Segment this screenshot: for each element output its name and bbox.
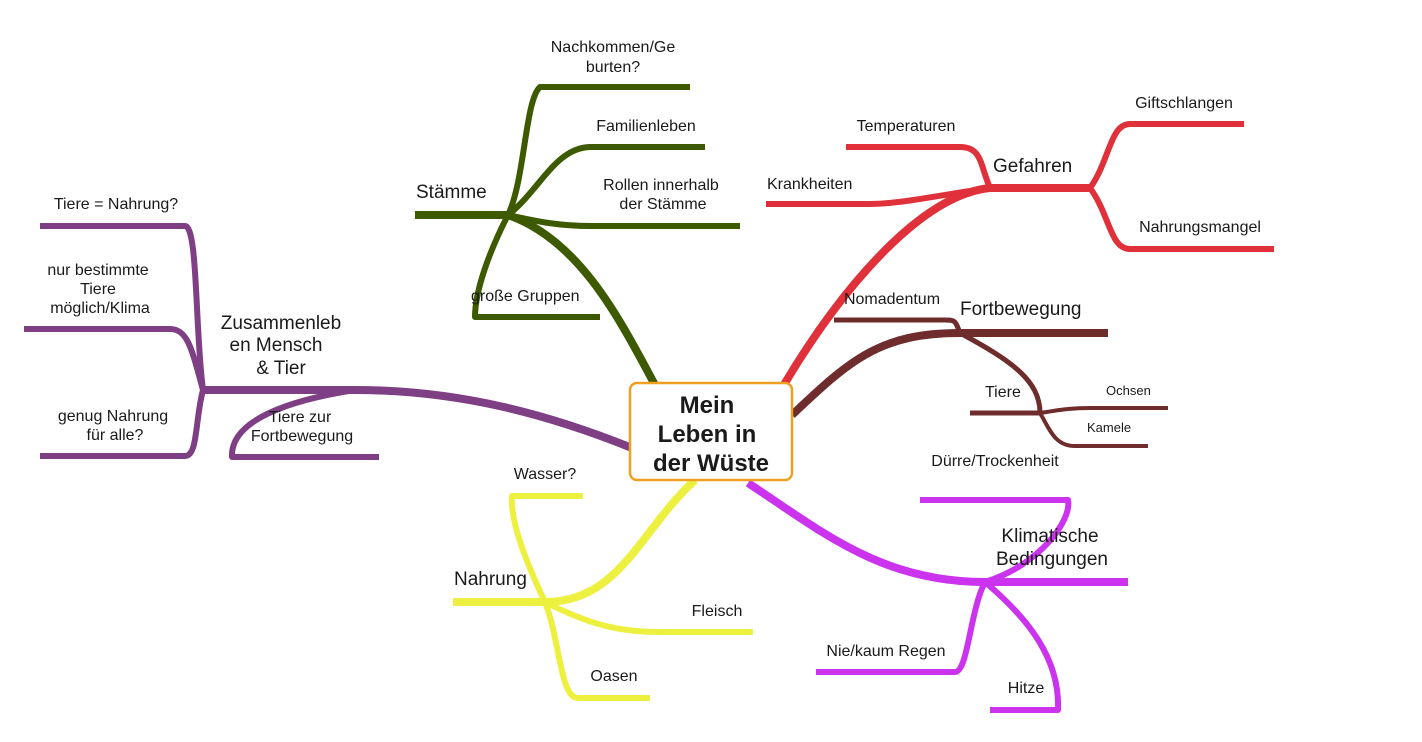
nahrung-child-wasser: Wasser?: [514, 466, 577, 483]
gefahren-child-temperaturen: Temperaturen: [857, 118, 956, 135]
klima-sub-duerre: [920, 497, 1072, 585]
staemme-child-rollen-2: der Stämme: [619, 196, 706, 213]
zusammenleben-title-3: & Tier: [256, 358, 306, 379]
zusammenleben-sub-fortbewegung: [228, 387, 379, 460]
klima-sub-hitze: [983, 579, 1062, 713]
central-topic-line-3: der Wüste: [653, 450, 769, 477]
fortbewegung-title: Fortbewegung: [960, 299, 1081, 320]
nahrung-child-oasen: Oasen: [590, 668, 637, 685]
fortbewegung-child-tiere: Tiere: [985, 384, 1021, 401]
gefahren-sub-giftschlangen: [1087, 121, 1244, 190]
staemme-child-gruppen: große Gruppen: [471, 288, 580, 305]
nahrung-sub-wasser: [508, 493, 583, 604]
staemme-child-nachkommen-1: Nachkommen/Ge: [551, 39, 676, 56]
klima-sub-regen: [816, 580, 988, 675]
central-topic[interactable]: Mein Leben in der Wüste: [628, 381, 794, 482]
staemme-sub-familienleben: [506, 144, 705, 218]
nahrung-sub-fleisch: [543, 599, 753, 635]
fortbewegung-sub-kamele: [1038, 411, 1148, 448]
zusammenleben-child-klima-2: Tiere: [80, 281, 116, 298]
zusammenleben-title-2: en Mensch: [230, 335, 323, 356]
gefahren-sub-temperaturen: [846, 144, 993, 190]
zusammenleben-child-genug-2: für alle?: [87, 427, 144, 444]
zusammenleben-child-fortbewegung-2: Fortbewegung: [251, 428, 353, 445]
zusammenleben-child-fortbewegung-1: Tiere zur: [269, 409, 332, 426]
zusammenleben-sub-genug: [40, 389, 206, 459]
gefahren-child-krankheiten: Krankheiten: [767, 176, 852, 193]
fortbewegung-sub-nomadentum: [834, 317, 963, 334]
central-topic-line-2: Leben in: [658, 421, 757, 448]
gefahren-child-giftschlangen: Giftschlangen: [1135, 95, 1233, 112]
branch-nahrung: Nahrung Wasser? Fleisch Oasen: [453, 466, 753, 701]
zusammenleben-child-klima-1: nur bestimmte: [47, 262, 148, 279]
zusammenleben-child-genug-1: genug Nahrung: [58, 408, 168, 425]
klima-child-regen: Nie/kaum Regen: [826, 643, 945, 660]
nahrung-main-branch: [453, 477, 698, 606]
branch-fortbewegung: Fortbewegung Nomadentum Tiere Ochsen Kam…: [789, 291, 1168, 448]
branch-zusammenleben: Zusammenleb en Mensch & Tier Tiere = Nah…: [24, 196, 634, 460]
branch-klima: Klimatische Bedingungen Dürre/Trockenhei…: [745, 453, 1128, 713]
staemme-title: Stämme: [416, 182, 487, 203]
branch-staemme: Stämme Nachkommen/Ge burten? Familienleb…: [415, 39, 740, 387]
zusammenleben-sub-klima: [24, 326, 206, 391]
gefahren-sub-nahrungsmangel: [1087, 186, 1274, 252]
fortbewegung-sub-ochsen: [1039, 406, 1168, 415]
fortbewegung-sub-tiere: [958, 330, 1043, 416]
staemme-child-rollen-1: Rollen innerhalb: [603, 177, 719, 194]
fortbewegung-main-branch: [789, 329, 1108, 418]
central-topic-line-1: Mein: [680, 392, 735, 419]
gefahren-sub-krankheiten: [766, 185, 991, 207]
zusammenleben-sub-nahrung: [40, 223, 206, 391]
klima-title-2: Bedingungen: [996, 549, 1108, 570]
zusammenleben-child-nahrung: Tiere = Nahrung?: [54, 196, 178, 213]
zusammenleben-child-klima-3: möglich/Klima: [50, 300, 150, 317]
zusammenleben-title-1: Zusammenleb: [221, 313, 341, 334]
klima-child-hitze: Hitze: [1008, 680, 1045, 697]
klima-title-1: Klimatische: [1001, 526, 1098, 547]
gefahren-main-branch: [778, 184, 1090, 391]
staemme-main-branch: [415, 211, 659, 387]
branch-gefahren: Gefahren Temperaturen Krankheiten Giftsc…: [766, 95, 1274, 391]
gefahren-title: Gefahren: [993, 156, 1072, 177]
nahrung-child-fleisch: Fleisch: [692, 603, 743, 620]
fortbewegung-child-nomadentum: Nomadentum: [844, 291, 940, 308]
fortbewegung-child-kamele: Kamele: [1087, 420, 1131, 435]
staemme-child-nachkommen-2: burten?: [586, 59, 640, 76]
staemme-child-familienleben: Familienleben: [596, 118, 696, 135]
klima-child-duerre: Dürre/Trockenheit: [931, 453, 1059, 470]
staemme-sub-rollen: [507, 212, 740, 229]
zusammenleben-main-branch: [203, 386, 634, 452]
staemme-sub-nachkommen: [505, 84, 690, 217]
central-topic-box[interactable]: [628, 381, 794, 482]
klima-main-branch: [745, 479, 1128, 586]
nahrung-title: Nahrung: [454, 569, 527, 590]
nahrung-sub-oasen: [542, 600, 650, 701]
fortbewegung-child-ochsen: Ochsen: [1106, 383, 1151, 398]
staemme-sub-gruppen: [472, 213, 600, 320]
gefahren-child-nahrungsmangel: Nahrungsmangel: [1139, 219, 1261, 236]
